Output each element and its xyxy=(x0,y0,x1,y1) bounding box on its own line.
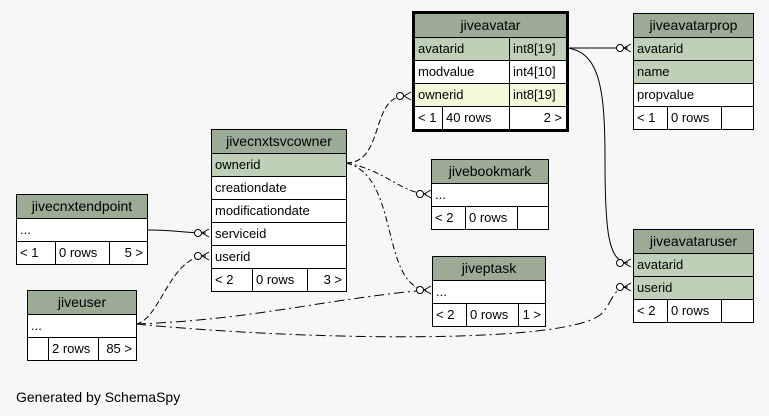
table-jiveavataruser[interactable]: jiveavataruser avatarid userid < 2 0 row… xyxy=(633,229,754,323)
table-jivebookmark[interactable]: jivebookmark ... < 2 0 rows xyxy=(431,159,549,230)
table-header[interactable]: jivebookmark xyxy=(432,160,548,184)
table-row: ... xyxy=(432,184,548,207)
table-jiveuser[interactable]: jiveuser ... 2 rows 85 > xyxy=(27,290,137,361)
rel-svcowner-bookmark xyxy=(345,162,427,195)
table-stats: < 2 0 rows xyxy=(432,207,548,229)
table-header[interactable]: jiveavatar xyxy=(415,14,566,38)
table-jiveavatarprop[interactable]: jiveavatarprop avatarid name propvalue <… xyxy=(633,13,754,130)
rel-svcowner-ptask xyxy=(345,162,427,291)
table-header[interactable]: jivecnxtsvcowner xyxy=(212,130,346,154)
table-row: creationdate xyxy=(212,177,346,200)
table-stats: < 1 40 rows 2 > xyxy=(415,107,566,129)
table-row: userid xyxy=(212,246,346,269)
table-jiveavatar[interactable]: jiveavatar avatarid int8[19] modvalue in… xyxy=(412,11,569,132)
rel-user-ptask xyxy=(135,289,427,325)
table-stats: < 1 0 rows 5 > xyxy=(17,242,147,264)
table-row: avatarid int8[19] xyxy=(415,38,566,61)
rel-user-userid xyxy=(135,255,207,325)
table-row: avatarid xyxy=(634,38,753,61)
table-row: modvalue int4[10] xyxy=(415,61,566,84)
table-header[interactable]: jiveavataruser xyxy=(634,230,753,254)
rel-user-avataruser xyxy=(135,286,629,338)
table-row: ownerid int8[19] xyxy=(415,84,566,107)
table-stats: < 1 0 rows xyxy=(634,107,753,129)
table-jivecnxtsvcowner[interactable]: jivecnxtsvcowner ownerid creationdate mo… xyxy=(211,129,347,292)
table-stats: 2 rows 85 > xyxy=(28,338,136,360)
table-row: ... xyxy=(17,219,147,242)
rel-svcowner-avatar xyxy=(345,95,406,164)
table-jiveptask[interactable]: jiveptask ... < 2 0 rows 1 > xyxy=(432,256,546,327)
table-header[interactable]: jiveuser xyxy=(28,291,136,315)
table-row: userid xyxy=(634,277,753,300)
table-row: serviceid xyxy=(212,223,346,246)
table-stats: < 2 0 rows 3 > xyxy=(212,269,346,291)
footer-credit: Generated by SchemaSpy xyxy=(16,389,181,405)
rel-avatar-avataruser xyxy=(566,47,629,264)
table-row: modificationdate xyxy=(212,200,346,223)
table-stats: < 2 0 rows xyxy=(634,300,753,322)
table-row: name xyxy=(634,61,753,84)
table-row: ... xyxy=(433,281,545,304)
table-row: ... xyxy=(28,315,136,338)
table-row: propvalue xyxy=(634,84,753,107)
table-header[interactable]: jiveavatarprop xyxy=(634,14,753,38)
table-jivecnxtendpoint[interactable]: jivecnxtendpoint ... < 1 0 rows 5 > xyxy=(16,194,148,265)
table-row: avatarid xyxy=(634,254,753,277)
table-row: ownerid xyxy=(212,154,346,177)
table-header[interactable]: jivecnxtendpoint xyxy=(17,195,147,219)
table-header[interactable]: jiveptask xyxy=(433,257,545,281)
table-stats: < 2 0 rows 1 > xyxy=(433,304,545,326)
